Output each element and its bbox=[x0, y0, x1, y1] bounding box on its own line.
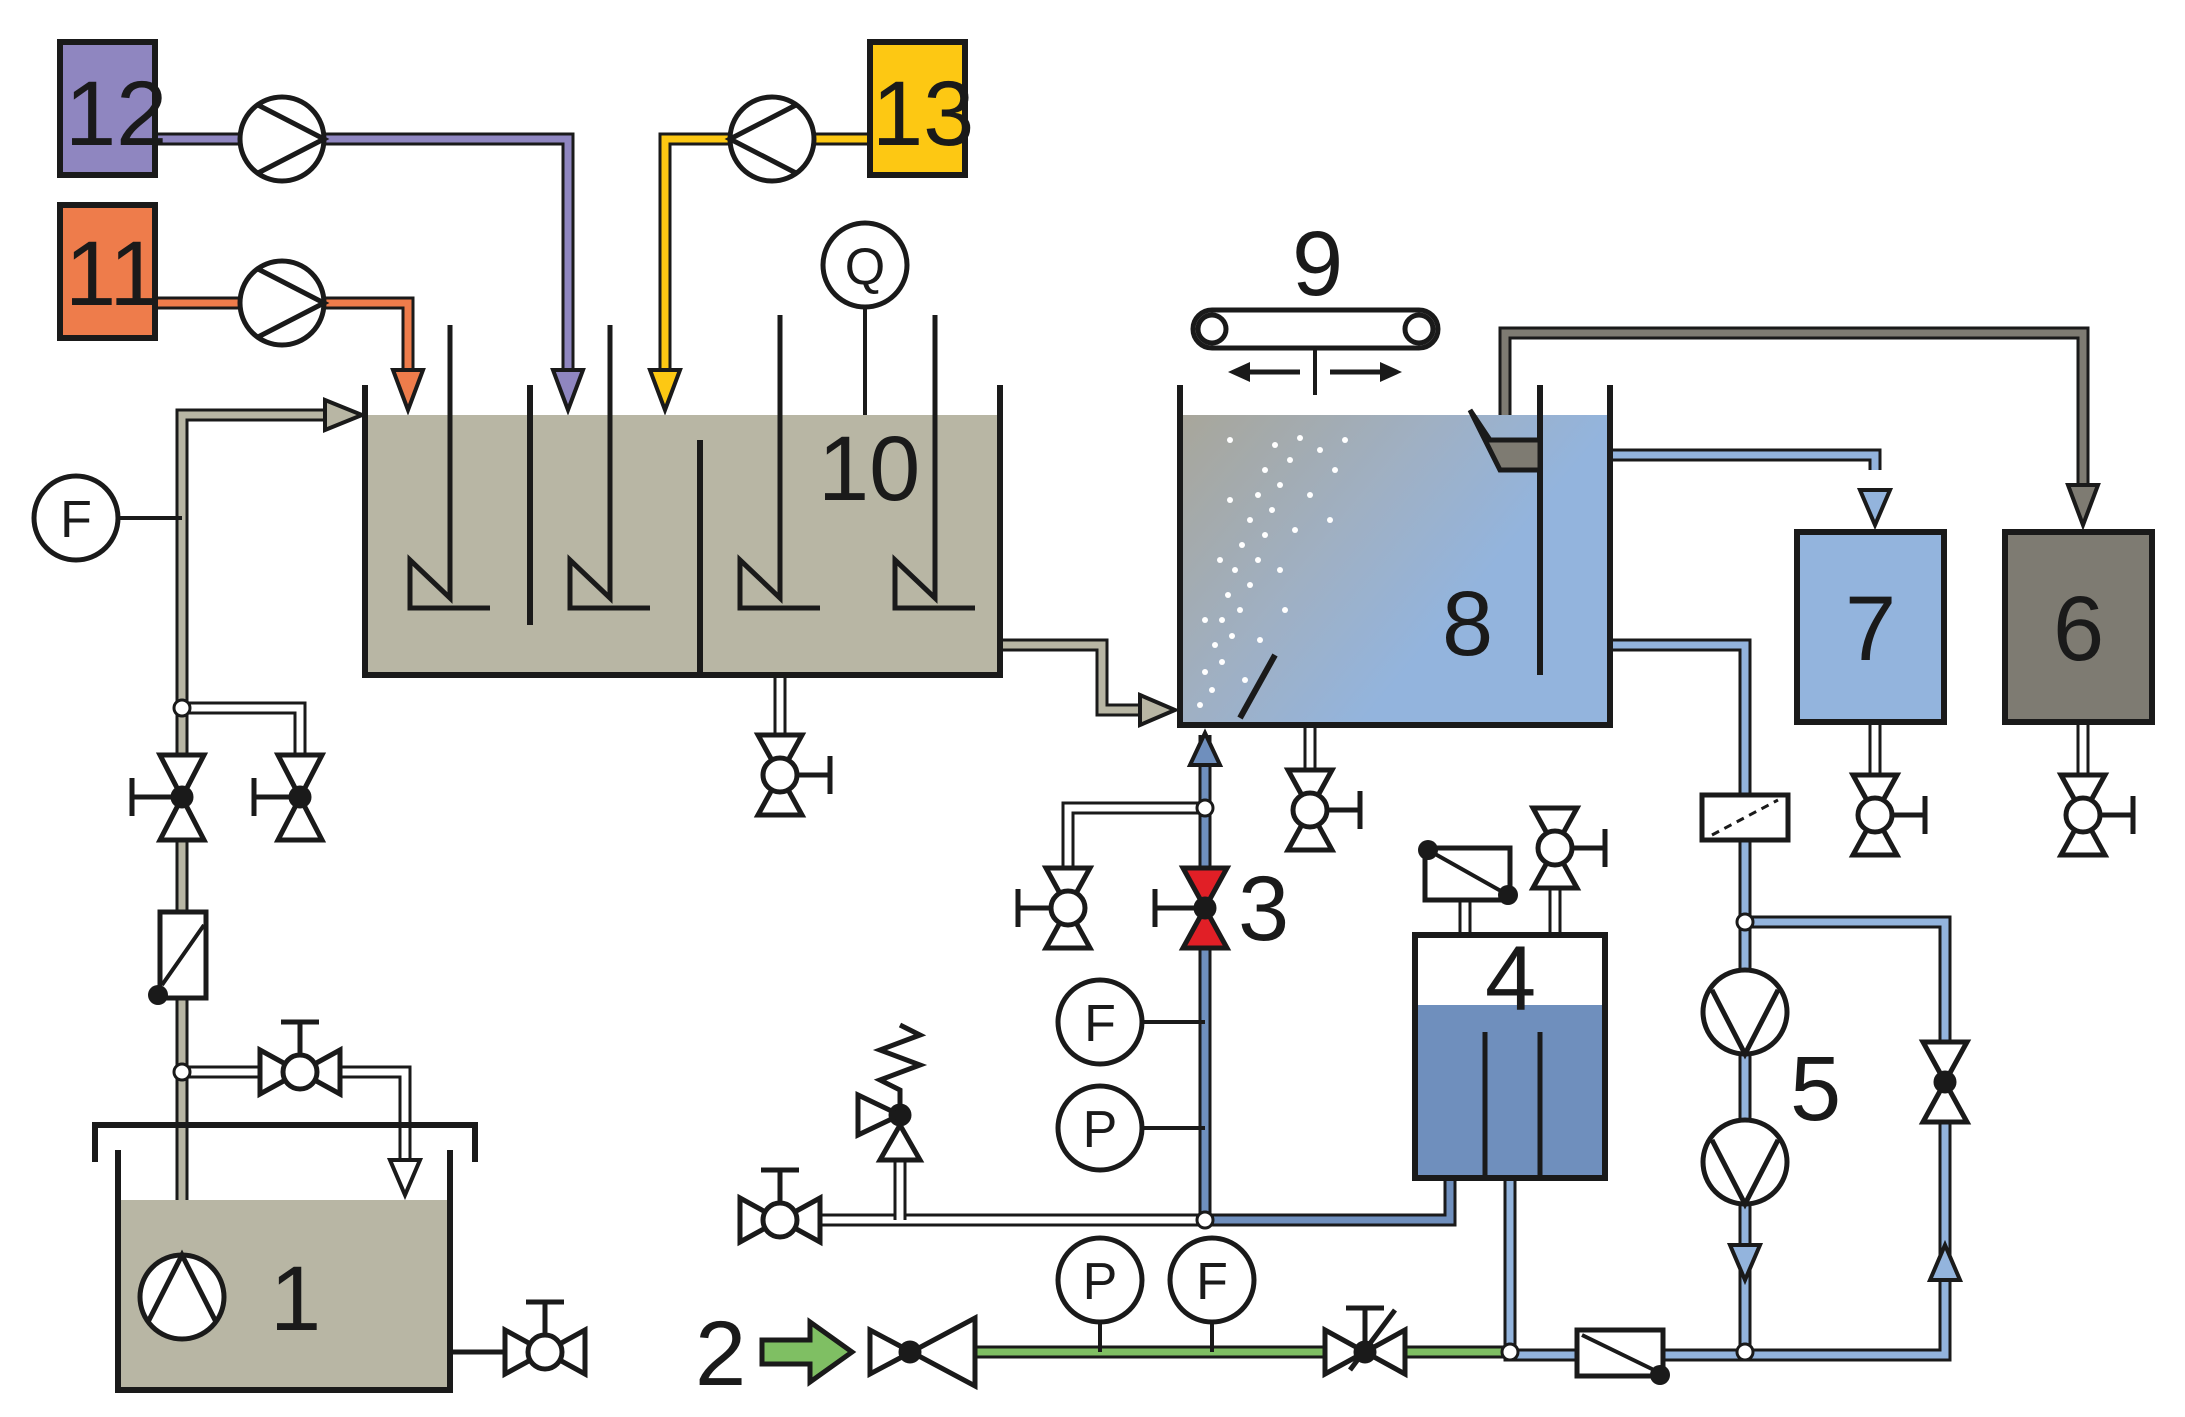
float-tank-6: 6 bbox=[2002, 529, 2155, 725]
unit-label-3: 3 bbox=[1238, 858, 1289, 960]
gate-valve-icon bbox=[257, 1019, 343, 1099]
arrow-icon bbox=[647, 368, 683, 416]
unit-label-9: 9 bbox=[1292, 213, 1343, 315]
gate-valve-icon bbox=[2056, 772, 2136, 858]
unit-label-7: 7 bbox=[1845, 578, 1896, 680]
unit-label-6: 6 bbox=[2053, 578, 2104, 680]
pressure-gauge-air: P bbox=[1055, 1235, 1145, 1352]
unit-label-5: 5 bbox=[1790, 1038, 1841, 1140]
gate-valve-icon bbox=[1322, 1305, 1408, 1379]
flow-meter-recycle: F bbox=[1055, 977, 1205, 1067]
safety-valve-icon bbox=[855, 1022, 928, 1163]
arrow-icon bbox=[759, 1317, 857, 1387]
filter-icon bbox=[1699, 792, 1791, 843]
centrifugal-pump-icon bbox=[1700, 1117, 1790, 1210]
arrow-icon bbox=[1380, 362, 1402, 382]
recycle-pumps-5: 5 bbox=[1700, 967, 1841, 1210]
instrument-f-label: F bbox=[60, 491, 92, 549]
arrow-icon bbox=[1186, 728, 1224, 767]
arrow-icon bbox=[1228, 362, 1250, 382]
gate-valve-icon bbox=[251, 752, 327, 843]
unit-label-13: 13 bbox=[872, 63, 974, 165]
gate-valve-icon bbox=[1283, 767, 1363, 853]
unit-label-11: 11 bbox=[65, 223, 161, 325]
instrument-f-label: F bbox=[1196, 1253, 1228, 1311]
gate-valve-icon bbox=[1015, 865, 1095, 951]
centrifugal-pump-icon bbox=[1700, 967, 1790, 1060]
pressure-gauge-recycle: P bbox=[1055, 1083, 1205, 1173]
dosing-pump-11 bbox=[237, 258, 330, 348]
pipe-network bbox=[155, 132, 2090, 1362]
arrow-icon bbox=[1138, 691, 1181, 729]
gate-valve-icon bbox=[1528, 805, 1608, 891]
arrow-icon bbox=[550, 368, 586, 416]
arrow-icon bbox=[1856, 488, 1894, 531]
unit-label-1: 1 bbox=[270, 1248, 321, 1350]
quality-sensor: Q bbox=[820, 220, 910, 310]
skimmer-icon bbox=[1467, 408, 1543, 473]
scraper-conveyor-9: 9 bbox=[1190, 213, 1441, 395]
unit-label-4: 4 bbox=[1485, 928, 1536, 1030]
stirrer-icon bbox=[567, 325, 650, 611]
instrument-p-label: P bbox=[1083, 1253, 1118, 1311]
filter-icon bbox=[148, 909, 209, 1005]
instrument-p-label: P bbox=[1083, 1101, 1118, 1159]
unit-label-10: 10 bbox=[818, 418, 920, 520]
dosing-tank-11: 11 bbox=[57, 202, 161, 341]
gate-valve-icon bbox=[1918, 1039, 1972, 1125]
gate-valve-icon bbox=[867, 1313, 978, 1391]
flow-meter-air: F bbox=[1167, 1235, 1257, 1352]
arrow-icon bbox=[1926, 1239, 1964, 1282]
air-inlet: 2 bbox=[695, 1303, 857, 1405]
arrow-icon bbox=[2065, 483, 2101, 531]
dosing-tank-13: 13 bbox=[867, 39, 974, 178]
clear-water-tank-7: 7 bbox=[1794, 529, 1947, 725]
centrifugal-pump-icon bbox=[137, 1249, 227, 1342]
dosing-pump-12 bbox=[237, 94, 330, 184]
gate-valve-icon bbox=[753, 732, 833, 818]
stirrer-icon bbox=[407, 325, 490, 611]
raw-sludge-tank-1: 1 bbox=[92, 1122, 478, 1393]
reactor-10: 10 bbox=[362, 295, 1003, 678]
unit-label-2: 2 bbox=[695, 1303, 746, 1405]
air-bubbles bbox=[1197, 435, 1348, 708]
stirrer-icon bbox=[892, 315, 975, 611]
gate-valve-icon bbox=[129, 752, 209, 843]
unit-label-12: 12 bbox=[65, 63, 167, 165]
arrow-icon bbox=[1726, 1243, 1764, 1286]
control-valve-3: 3 bbox=[1152, 858, 1289, 960]
gate-valve-icon bbox=[502, 1299, 588, 1379]
flow-meter-feed: F bbox=[31, 473, 182, 563]
instrument-q-label: Q bbox=[845, 238, 885, 296]
unit-label-8: 8 bbox=[1442, 573, 1493, 675]
dosing-tank-12: 12 bbox=[57, 39, 167, 178]
instrument-f-label: F bbox=[1084, 995, 1116, 1053]
stirrer-icon bbox=[737, 315, 820, 611]
gate-valve-icon bbox=[737, 1167, 823, 1247]
saturator-4: 4 bbox=[1412, 840, 1608, 1181]
arrow-icon bbox=[386, 1158, 424, 1201]
pipe-junctions bbox=[172, 698, 1755, 1362]
arrow-icon bbox=[323, 397, 368, 433]
arrow-icon bbox=[390, 368, 426, 416]
flotation-tank-8: 8 bbox=[1177, 385, 1613, 728]
gate-valve-icon bbox=[1848, 772, 1928, 858]
check-valve-icon bbox=[1574, 1327, 1670, 1385]
dosing-pump-13 bbox=[724, 94, 817, 184]
